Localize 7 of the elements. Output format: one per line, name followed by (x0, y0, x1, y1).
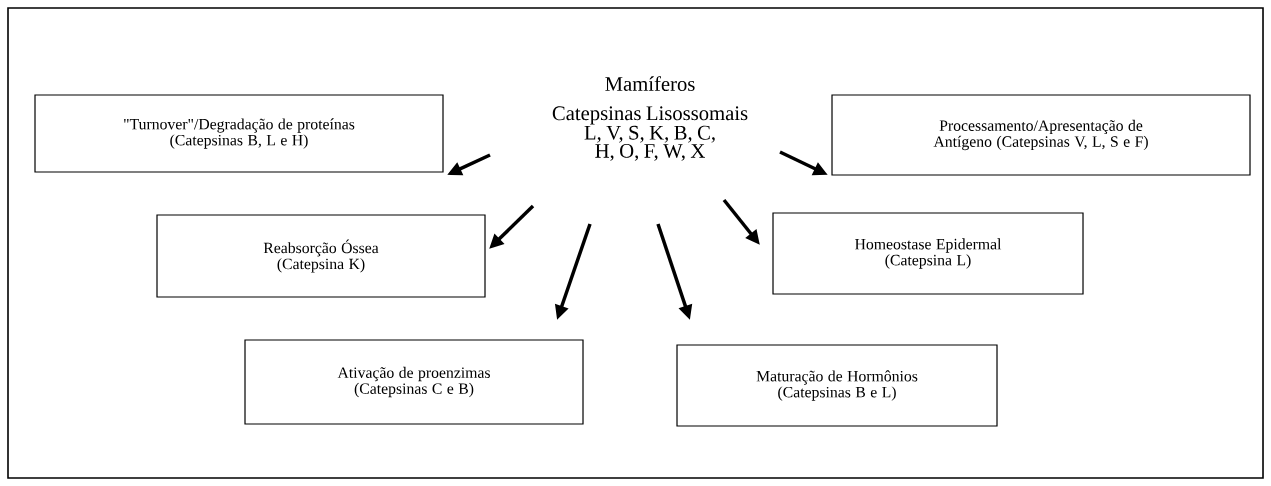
process-box: Homeostase Epidermal (Catepsina L) (772, 212, 1084, 295)
process-box: Processamento/Apresentação de Antígeno (Catepsinas V, L, S e F) (831, 94, 1251, 176)
heading-text: Mamíferos Catepsinas Lisossomais L, V, S, K, B, C, H, O, F, W, X (552, 76, 748, 161)
process-box: Maturação de Hormônios (Catepsinas B e L) (676, 344, 998, 427)
process-box: "Turnover"/Degradação de proteínas (Catepsinas B, L e H) (34, 94, 444, 173)
process-box: Ativação de proenzimas (Catepsinas C e B) (244, 339, 584, 425)
process-box: Reabsorção Óssea (Catepsina K) (156, 214, 486, 298)
